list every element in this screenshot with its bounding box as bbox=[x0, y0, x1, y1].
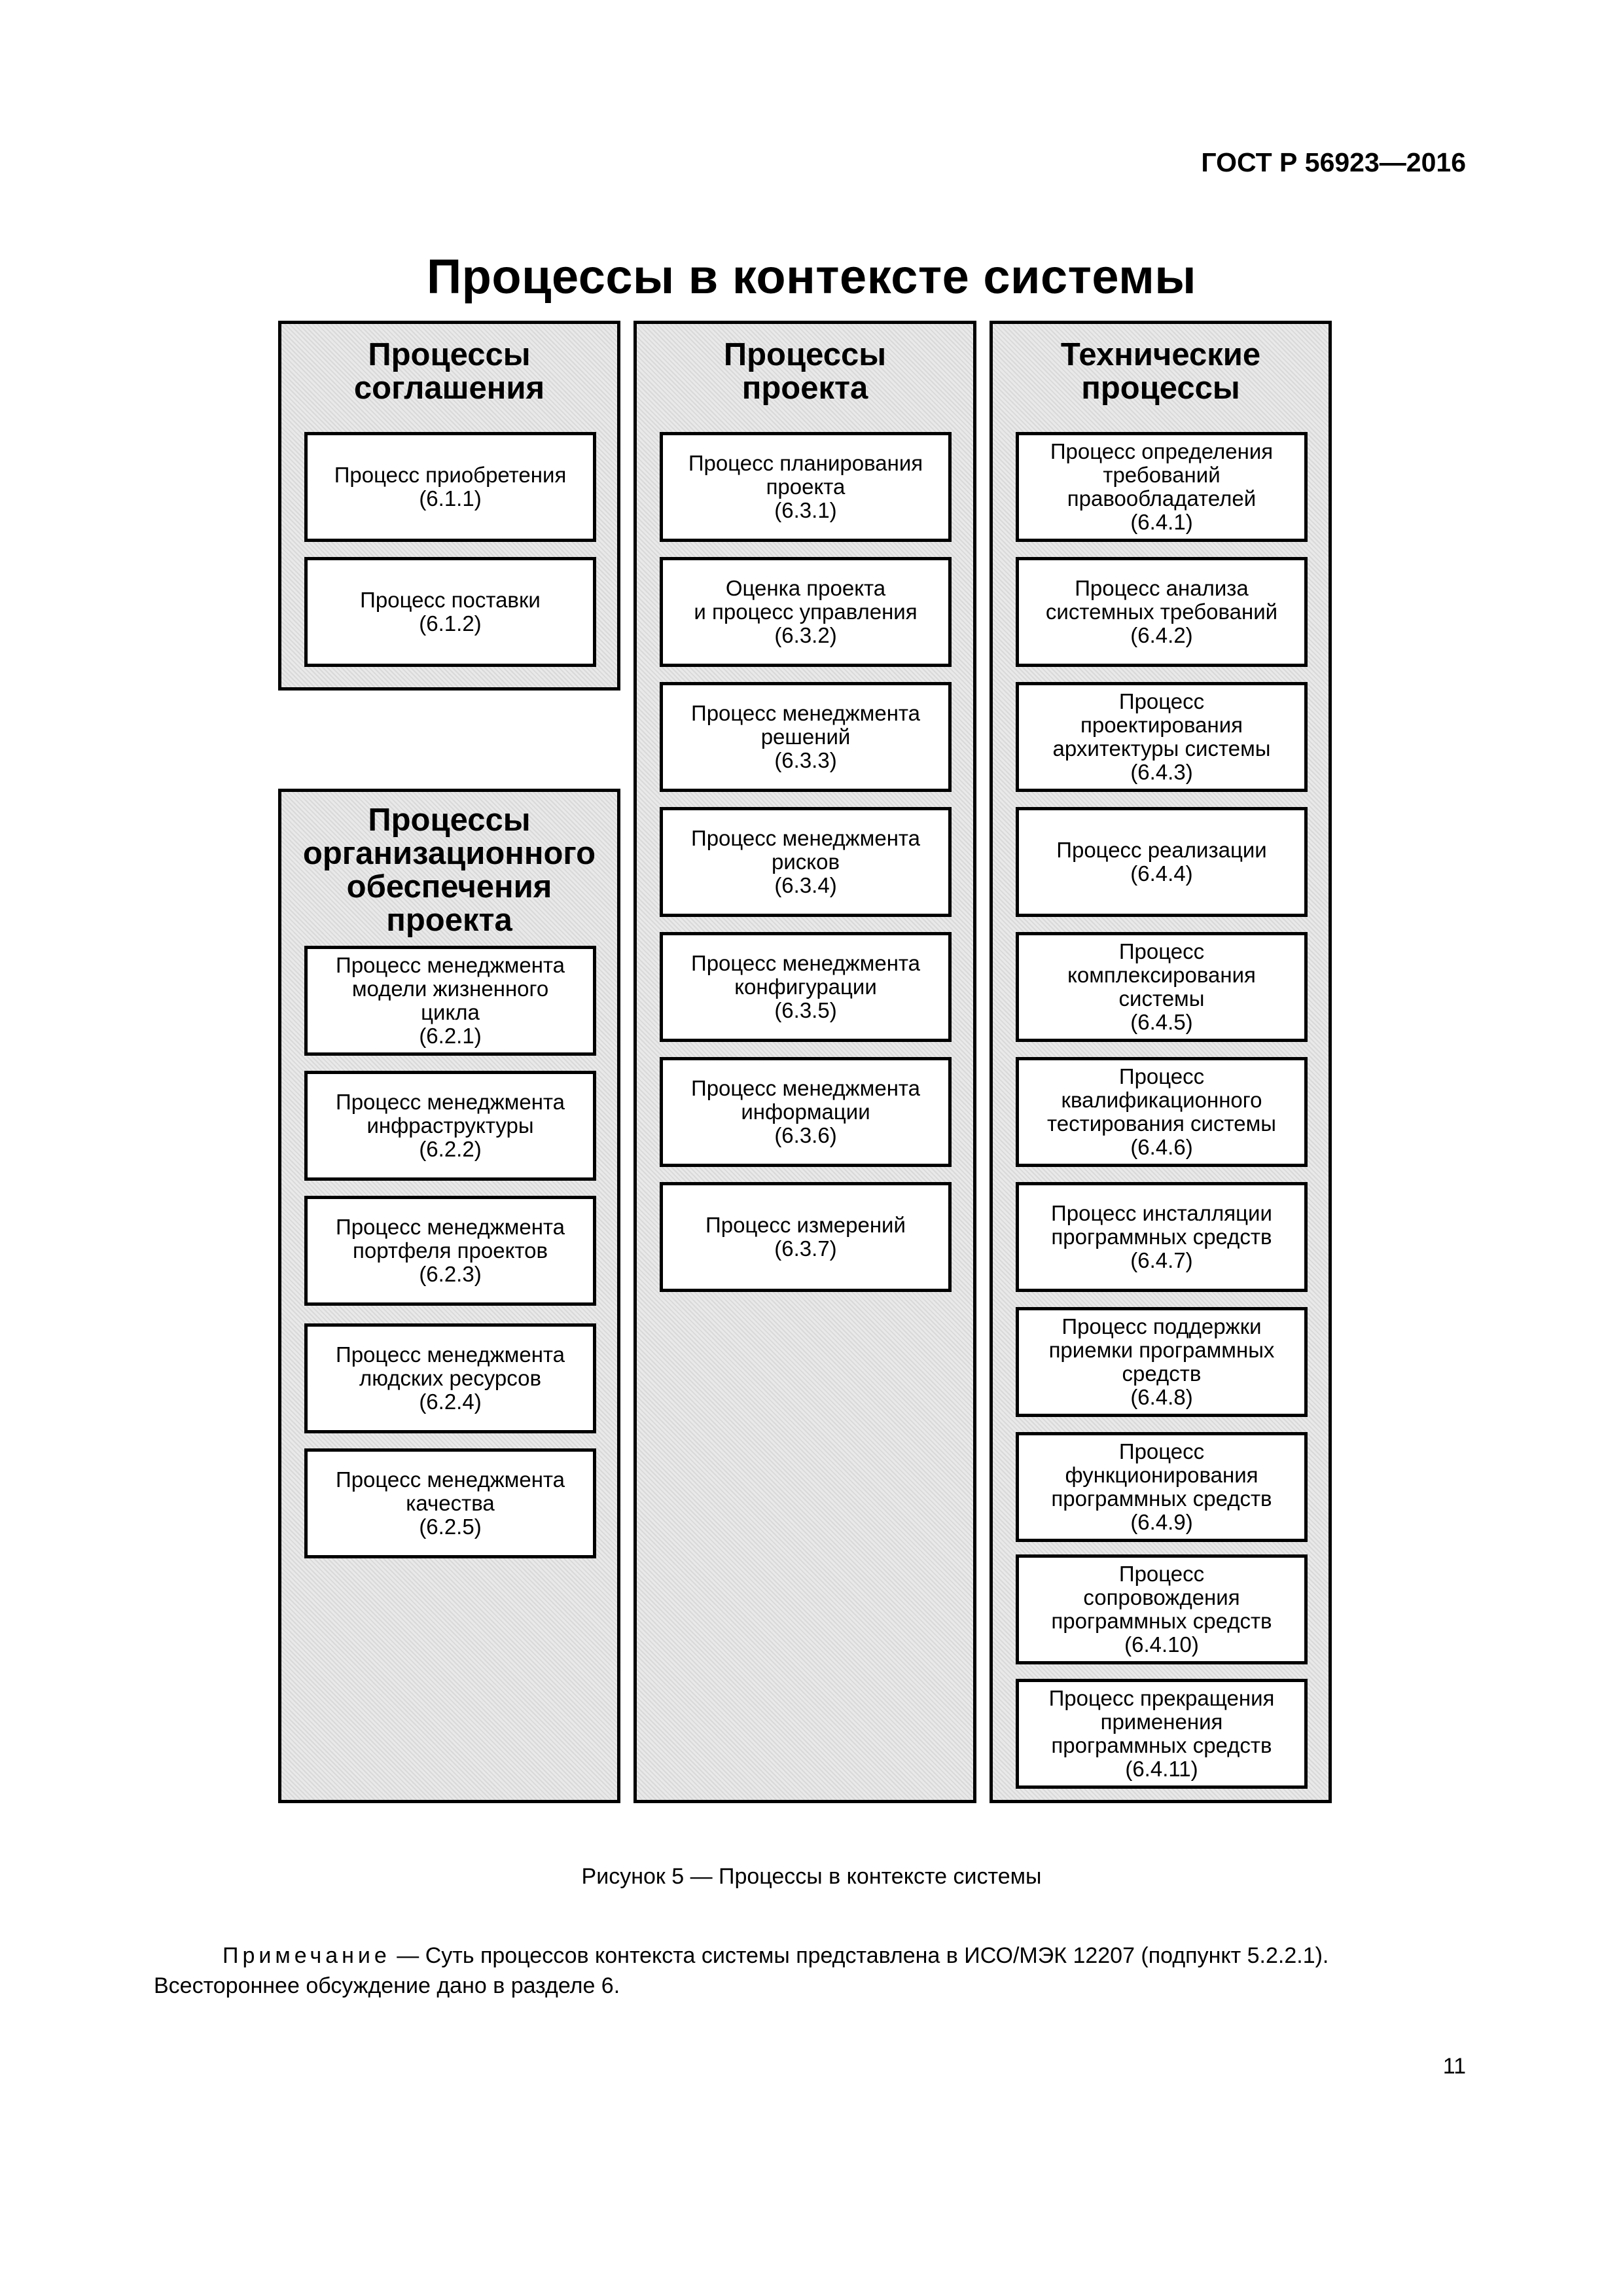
process-box: Процесс поставки (6.1.2) bbox=[304, 557, 596, 667]
agreement-processes-panel: Процессы соглашения Процесс приобретения… bbox=[278, 321, 620, 691]
process-box: Процесс комплексирования системы (6.4.5) bbox=[1016, 932, 1308, 1042]
note-text: — Суть процессов контекста системы предс… bbox=[154, 1943, 1329, 1998]
process-box: Процесс менеджмента инфраструктуры (6.2.… bbox=[304, 1071, 596, 1181]
group-title: Процессы проекта bbox=[723, 337, 887, 406]
process-box: Оценка проекта и процесс управления (6.3… bbox=[660, 557, 952, 667]
note-label: Примечание bbox=[223, 1943, 391, 1968]
group-title: Процессы соглашения bbox=[353, 337, 545, 406]
page-number: 11 bbox=[1442, 2054, 1466, 2079]
process-box: Процесс реализации (6.4.4) bbox=[1016, 807, 1308, 917]
process-box: Процесс менеджмента портфеля проектов (6… bbox=[304, 1196, 596, 1306]
standard-header: ГОСТ Р 56923—2016 bbox=[1201, 147, 1466, 177]
process-box: Процесс приобретения (6.1.1) bbox=[304, 432, 596, 542]
process-box: Процесс функционирования программных сре… bbox=[1016, 1432, 1308, 1542]
figure-title: Процессы в контексте системы bbox=[426, 249, 1197, 304]
process-box: Процесс сопровождения программных средст… bbox=[1016, 1554, 1308, 1664]
group-title: Процессы организационного обеспечения пр… bbox=[302, 802, 596, 938]
figure-caption: Рисунок 5 — Процессы в контексте системы bbox=[581, 1864, 1042, 1889]
technical-processes-panel: Технические процессы Процесс определения… bbox=[990, 321, 1332, 1803]
process-box: Процесс планирования проекта (6.3.1) bbox=[660, 432, 952, 542]
process-box: Процесс квалификационного тестирования с… bbox=[1016, 1057, 1308, 1167]
organizational-processes-panel: Процессы организационного обеспечения пр… bbox=[278, 789, 620, 1803]
process-box: Процесс менеджмента качества (6.2.5) bbox=[304, 1448, 596, 1558]
process-box: Процесс анализа системных требований (6.… bbox=[1016, 557, 1308, 667]
process-box: Процесс проектирования архитектуры систе… bbox=[1016, 682, 1308, 792]
process-box: Процесс инсталляции программных средств … bbox=[1016, 1182, 1308, 1292]
process-box: Процесс менеджмента людских ресурсов (6.… bbox=[304, 1323, 596, 1433]
process-box: Процесс прекращения применения программн… bbox=[1016, 1679, 1308, 1789]
process-box: Процесс менеджмента решений (6.3.3) bbox=[660, 682, 952, 792]
group-title: Технические процессы bbox=[1060, 337, 1261, 406]
process-box: Процесс менеджмента модели жизненного ци… bbox=[304, 946, 596, 1056]
process-box: Процесс определения требований правообла… bbox=[1016, 432, 1308, 542]
process-box: Процесс менеджмента информации (6.3.6) bbox=[660, 1057, 952, 1167]
process-box: Процесс поддержки приемки программных ср… bbox=[1016, 1307, 1308, 1417]
process-box: Процесс менеджмента конфигурации (6.3.5) bbox=[660, 932, 952, 1042]
note-paragraph: Примечание — Суть процессов контекста си… bbox=[154, 1941, 1469, 2001]
project-processes-panel: Процессы проекта Процесс планирования пр… bbox=[633, 321, 976, 1803]
process-box: Процесс измерений (6.3.7) bbox=[660, 1182, 952, 1292]
process-box: Процесс менеджмента рисков (6.3.4) bbox=[660, 807, 952, 917]
